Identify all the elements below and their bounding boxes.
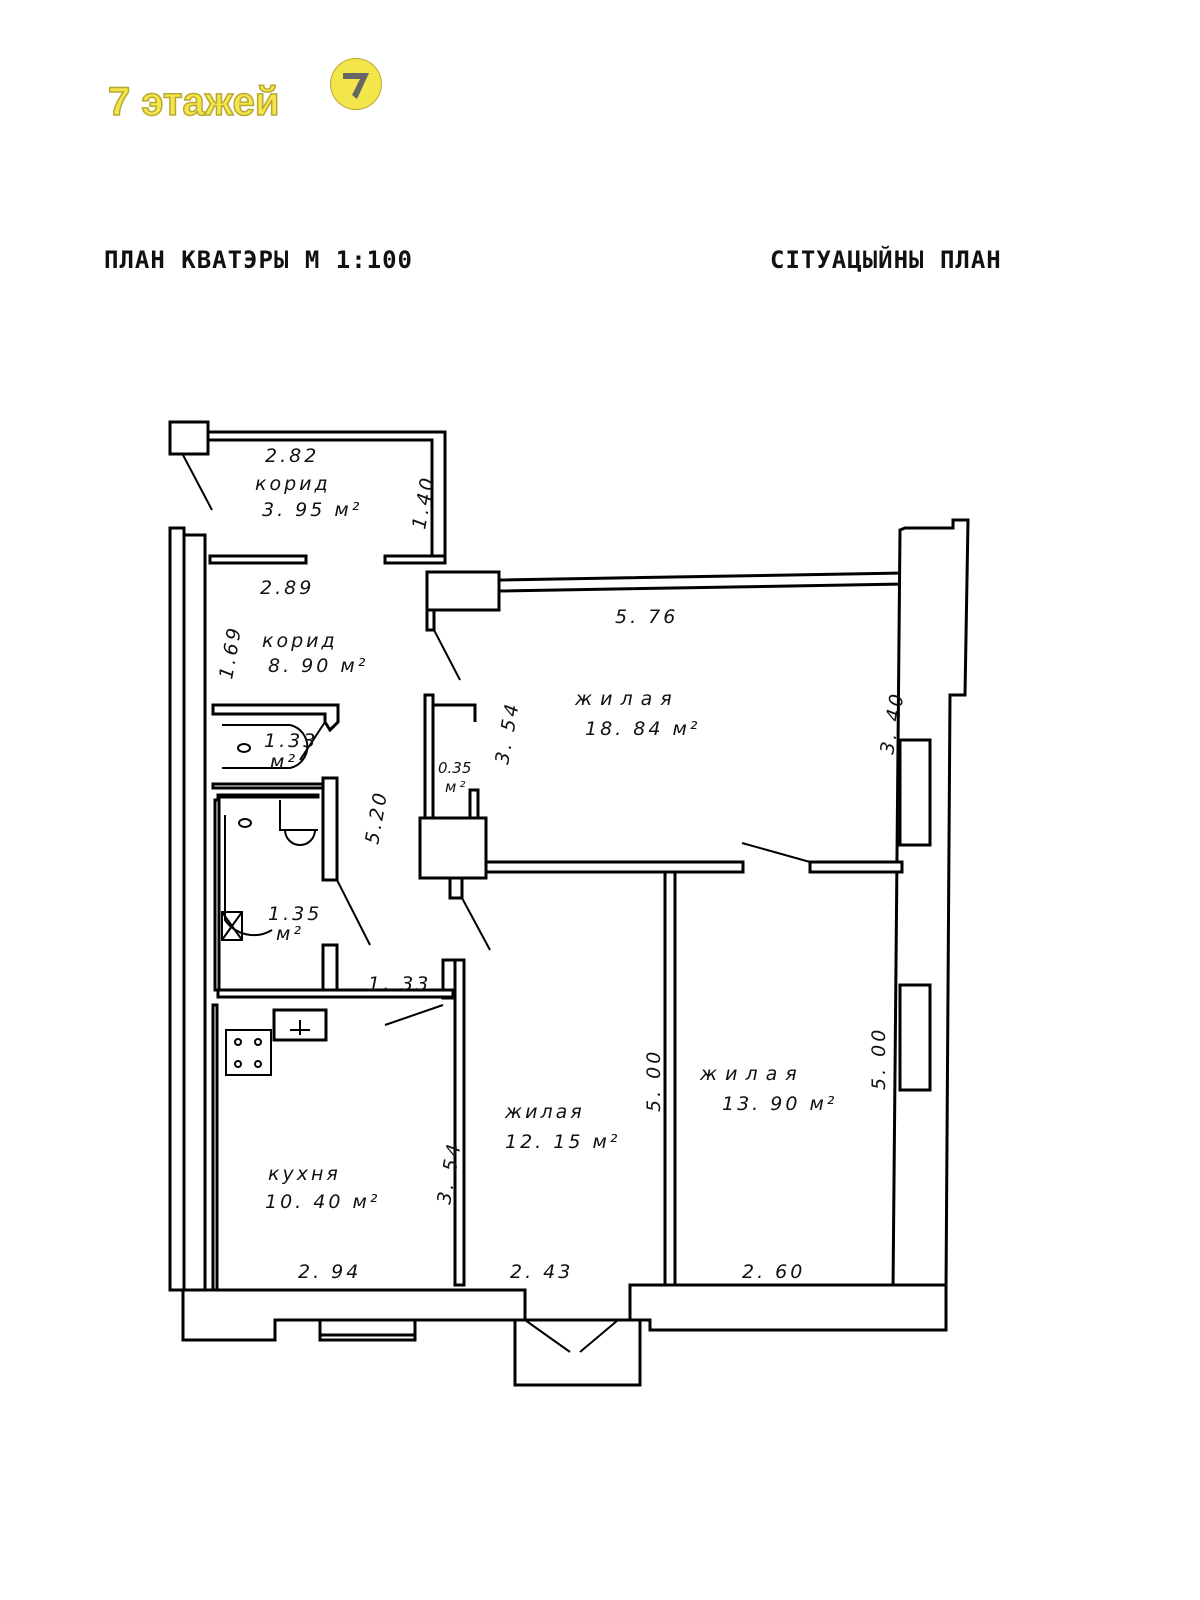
- corridor-top-width: 2.82: [265, 445, 319, 467]
- closet-unit: м²: [445, 778, 468, 796]
- kitchen-door-width: 1. 33: [368, 973, 431, 995]
- kitchen-area: 10. 40 м²: [265, 1191, 380, 1213]
- living-right-area: 13. 90 м²: [722, 1093, 837, 1115]
- bath-area: 1.35: [268, 903, 322, 925]
- sink-icon: [279, 800, 318, 846]
- corridor-main-width: 2.89: [260, 577, 314, 599]
- kitchen-name: кухня: [268, 1163, 341, 1185]
- corridor-top-name: корид: [255, 473, 331, 495]
- situation-plan-title: СІТУАЦЫЙНЫ ПЛАН: [770, 246, 1002, 274]
- ventilation-icon: [221, 911, 243, 941]
- corridor-main-depth: 1.69: [215, 624, 246, 681]
- living-mid-width: 2. 43: [510, 1261, 573, 1283]
- kitchen-width: 2. 94: [298, 1261, 361, 1283]
- closet-area: 0.35: [438, 759, 471, 777]
- corridor-main-length: 5.20: [361, 789, 392, 846]
- logo-badge-icon: [330, 58, 382, 110]
- plan-title: ПЛАН КВАТЭРЫ М 1:100: [104, 246, 413, 274]
- wc-unit: м²: [270, 751, 298, 773]
- living-mid-depth: 5. 00: [643, 1049, 665, 1112]
- walls: [168, 420, 970, 1387]
- logo-text: 7 этажей: [107, 79, 280, 125]
- fixtures: [221, 724, 318, 1076]
- living-right-width: 2. 60: [742, 1261, 805, 1283]
- bath-unit: м²: [276, 923, 304, 945]
- living-large-width: 5. 76: [615, 606, 678, 628]
- living-right-depth: 5. 00: [868, 1027, 890, 1090]
- corridor-main-area: 8. 90 м²: [268, 655, 368, 677]
- stove-icon: [225, 1029, 272, 1076]
- closet-depth: 3. 54: [491, 700, 524, 766]
- toilet-icon: [237, 743, 251, 753]
- kitchen-sink-icon: [290, 1020, 310, 1035]
- wc-area: 1.33: [264, 730, 318, 752]
- living-large-name: жилая: [574, 688, 680, 710]
- corridor-top-area: 3. 95 м²: [262, 499, 362, 521]
- living-large-area: 18. 84 м²: [585, 718, 700, 740]
- door-swings: [182, 454, 811, 1353]
- living-mid-name: жилая: [504, 1101, 585, 1123]
- bath-drain-icon: [238, 818, 252, 828]
- corridor-main-name: корид: [262, 630, 338, 652]
- living-right-name: жилая: [699, 1063, 805, 1085]
- living-mid-area: 12. 15 м²: [505, 1131, 620, 1153]
